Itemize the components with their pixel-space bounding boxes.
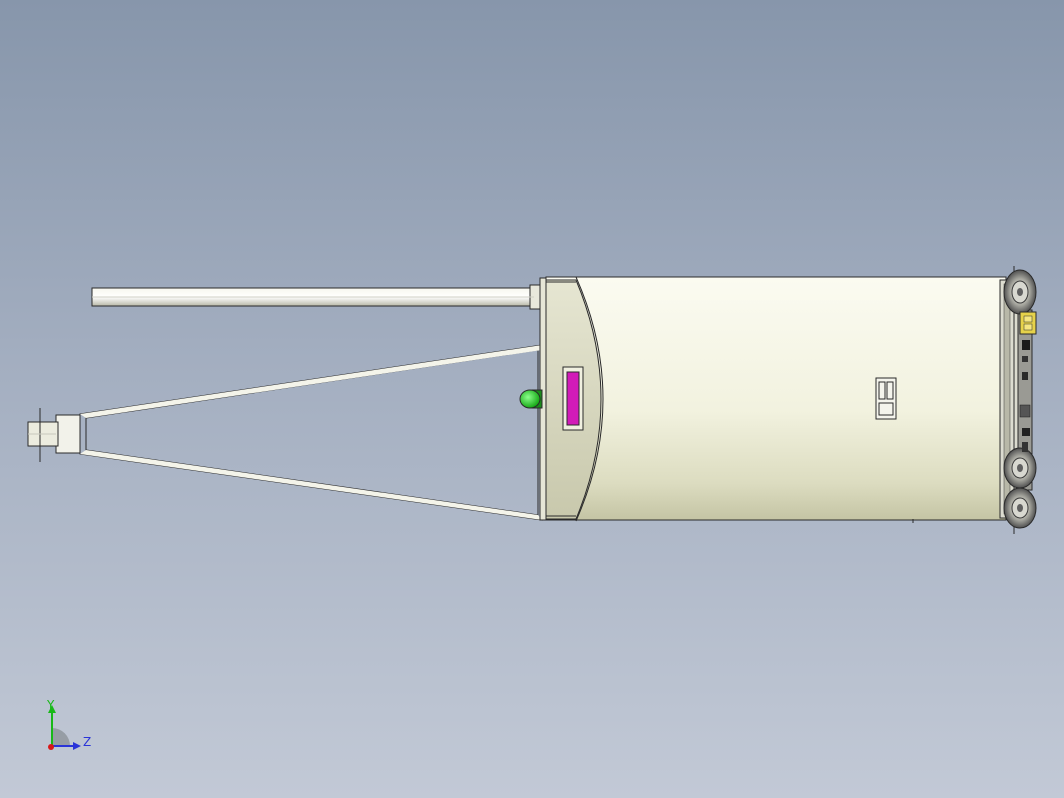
display-panel[interactable]: [562, 366, 584, 431]
triad-y-label: Y: [47, 698, 55, 712]
wheel-top[interactable]: [1003, 269, 1037, 315]
main-body[interactable]: [545, 276, 1007, 522]
x-axis-dot: [48, 744, 54, 750]
wheel-bottom-2[interactable]: [1003, 487, 1037, 529]
side-switch[interactable]: [875, 377, 897, 420]
wheel-bottom-1[interactable]: [1003, 447, 1037, 489]
nozzle-tip[interactable]: [27, 408, 81, 462]
triangle-frame[interactable]: [79, 344, 543, 521]
triad-axes: [48, 705, 81, 750]
yellow-connector[interactable]: [1019, 311, 1037, 335]
top-rod[interactable]: [91, 284, 543, 310]
indicator-light[interactable]: [519, 389, 543, 409]
triad-z-label: Z: [83, 735, 92, 749]
rear-components: [1019, 340, 1031, 452]
orientation-triad[interactable]: Y Z: [38, 696, 98, 760]
